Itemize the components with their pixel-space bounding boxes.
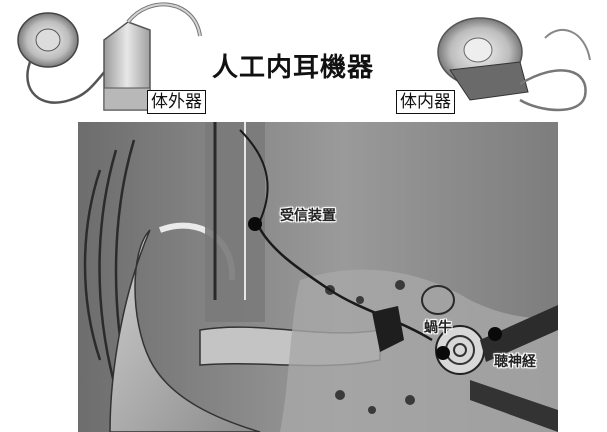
diagram-title: 人工内耳機器 bbox=[212, 47, 374, 84]
ear-cross-section bbox=[78, 122, 558, 432]
auditory-nerve-marker bbox=[488, 327, 502, 341]
internal-device-label: 体内器 bbox=[396, 90, 455, 114]
receiver-label: 受信装置 bbox=[280, 205, 336, 225]
cochlea-label: 蝸牛 bbox=[424, 317, 452, 337]
internal-device-illustration bbox=[438, 18, 590, 110]
auditory-nerve-label: 聴神経 bbox=[494, 351, 536, 371]
cochlea-marker bbox=[436, 346, 450, 360]
receiver-marker bbox=[248, 217, 262, 231]
external-device-label: 体外器 bbox=[147, 90, 206, 114]
